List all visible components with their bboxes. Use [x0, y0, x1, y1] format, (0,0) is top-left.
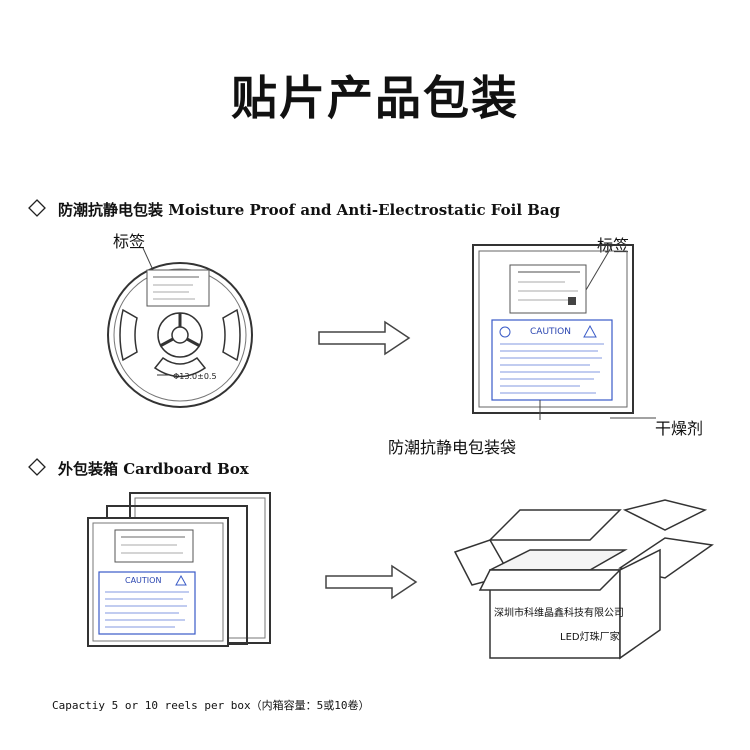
box-product-label: LED灯珠厂家: [560, 632, 620, 643]
diamond-bullet-icon: [28, 199, 46, 217]
page-title: 贴片产品包装: [231, 71, 519, 125]
reel-label-text: 标签: [113, 232, 146, 251]
desiccant-label: 干燥剂: [655, 419, 704, 438]
desiccant-leader: [638, 417, 656, 419]
arrow-right-icon: [318, 320, 411, 356]
reel-dimension: Φ13.0±0.5: [173, 372, 217, 381]
foil-bag-drawing: CAUTION: [472, 244, 640, 420]
section-heading-foil-bag: 防潮抗静电包装 Moisture Proof and Anti-Electros…: [58, 201, 561, 219]
section-heading-cardboard-box: 外包装箱 Cardboard Box: [58, 460, 249, 478]
diamond-bullet-icon: [28, 458, 46, 476]
capacity-note: Capactiy 5 or 10 reels per box（内箱容量：5或10…: [52, 699, 370, 712]
box-caution-title: CAUTION: [125, 576, 161, 585]
foil-bag-name: 防潮抗静电包装袋: [388, 438, 517, 457]
reel-drawing: Φ13.0±0.5: [107, 247, 253, 408]
cardboard-box-drawing: [453, 499, 714, 660]
stacked-bags-drawing: CAUTION: [87, 492, 271, 647]
arrow-right-icon: [325, 564, 418, 600]
box-company-name: 深圳市科维晶鑫科技有限公司: [494, 608, 624, 619]
bag-caution-title: CAUTION: [530, 327, 571, 337]
